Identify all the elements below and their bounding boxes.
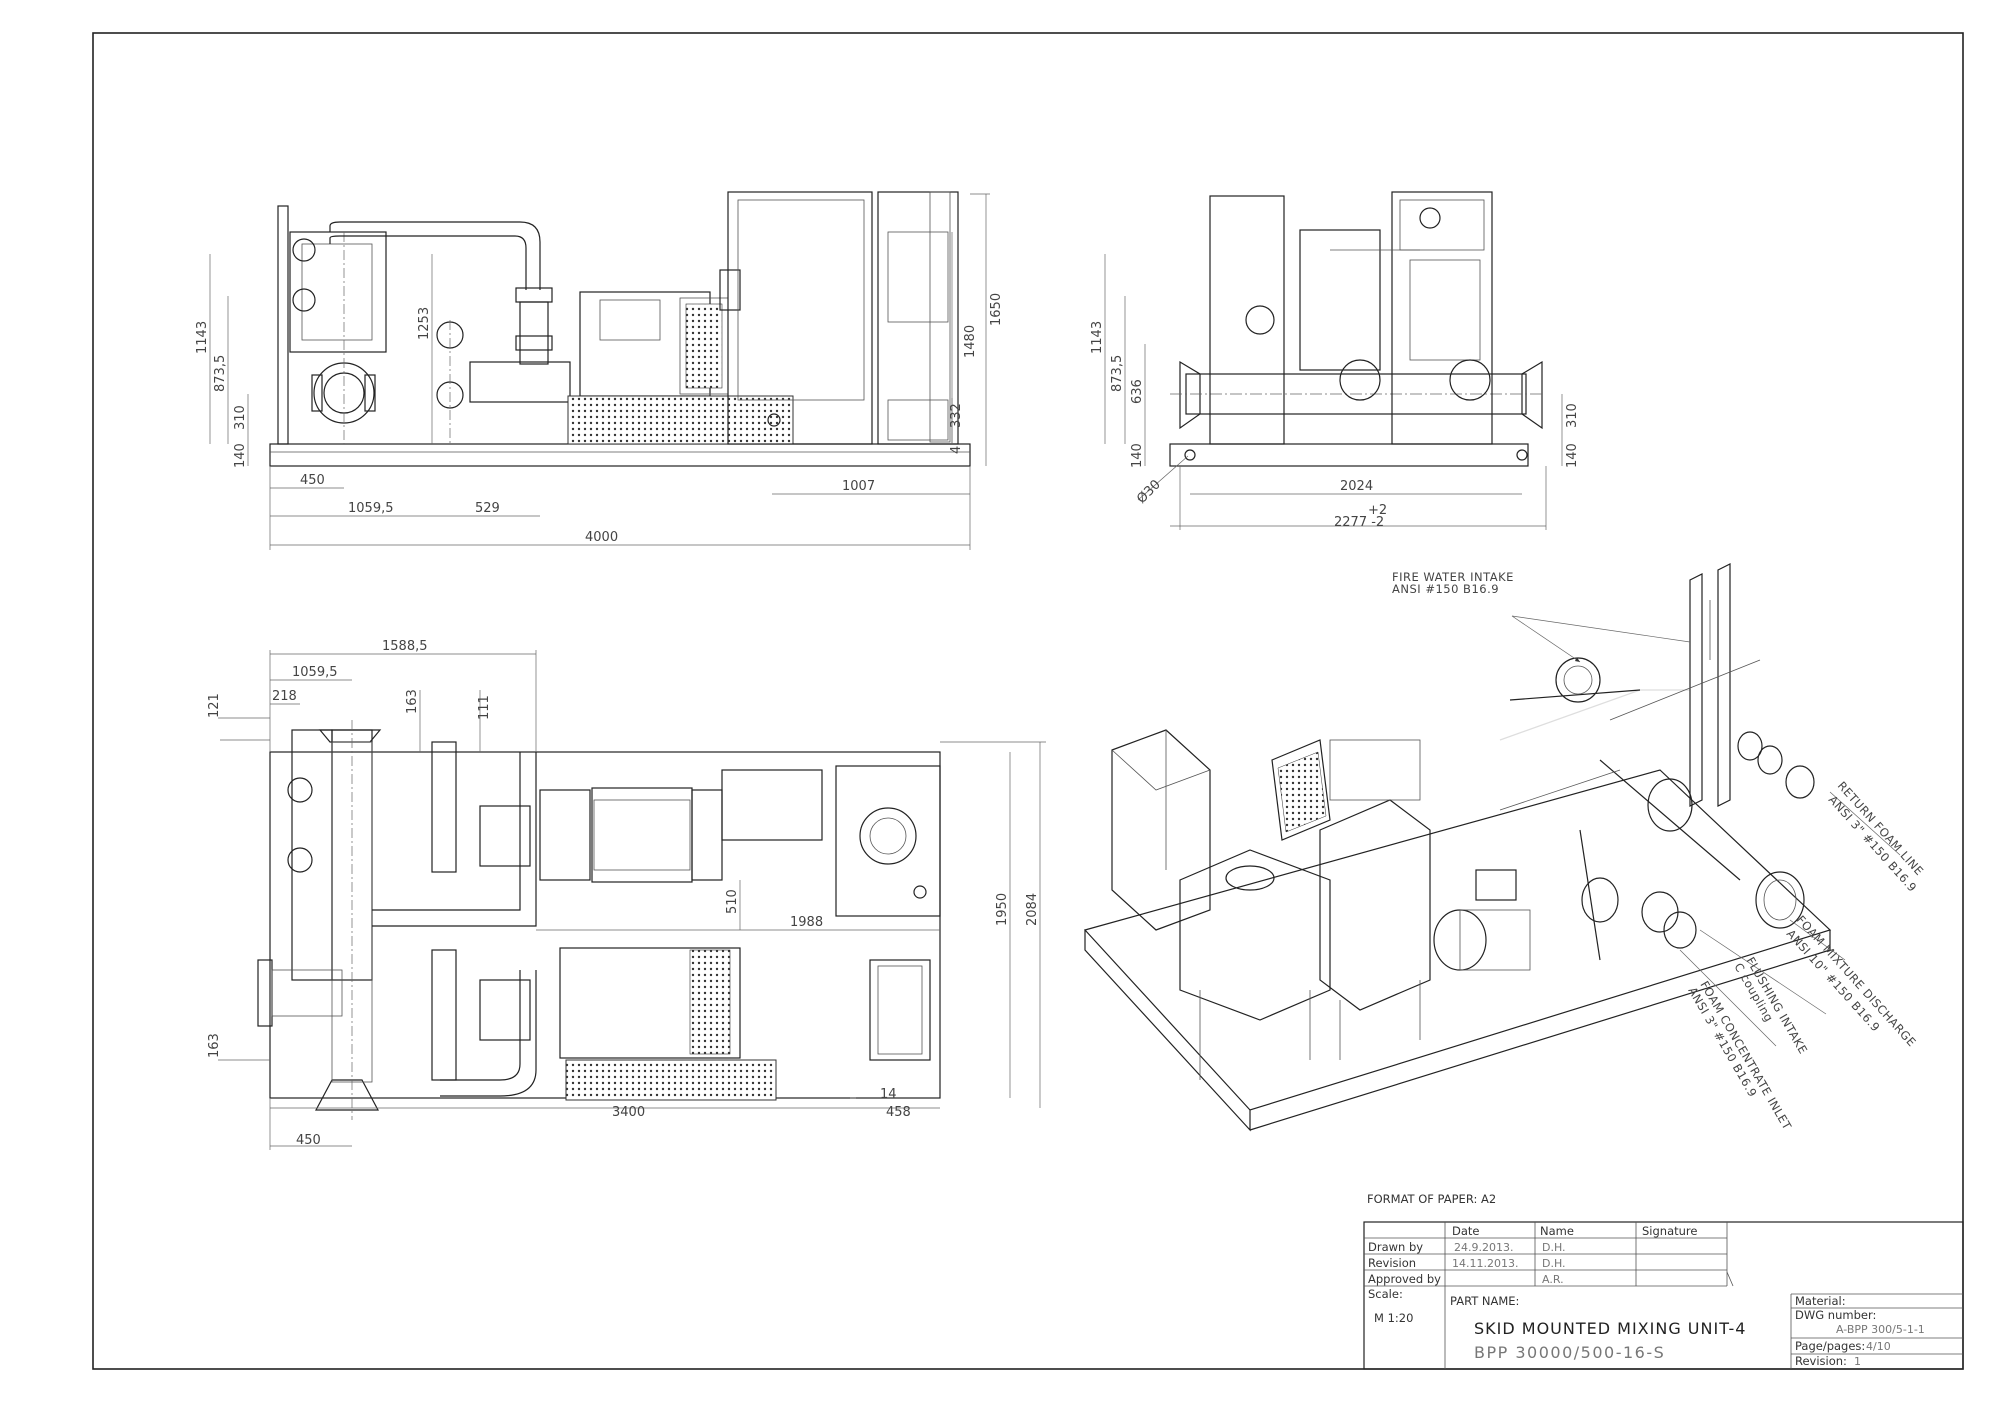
tb-scale-label: Scale: (1368, 1287, 1403, 1301)
sheet-border (92, 32, 1964, 1370)
format-of-paper: FORMAT OF PAPER: A2 (1367, 1192, 1496, 1206)
dim-1480-side: 1480 (963, 325, 978, 358)
tb-part-code: BPP 30000/500-16-S (1474, 1343, 1665, 1362)
tb-revision-name: D.H. (1542, 1257, 1566, 1270)
plan-view (218, 650, 1046, 1150)
dim-510-plan: 510 (725, 889, 740, 914)
dim-140-side: 140 (233, 443, 248, 468)
tb-revision-number-value: 1 (1854, 1355, 1861, 1368)
dim-1950-plan: 1950 (995, 893, 1010, 926)
tb-approved-by-label: Approved by (1368, 1272, 1441, 1286)
dim-14-plan: 14 (880, 1087, 897, 1102)
tb-scale-value: M 1:20 (1374, 1311, 1413, 1325)
dim-1253-side: 1253 (417, 307, 432, 340)
tb-header-date: Date (1452, 1224, 1480, 1238)
dim-121-plan: 121 (207, 693, 222, 718)
side-view-dimensions: 1143 873,5 310 140 1253 450 1059,5 529 4… (195, 293, 1004, 545)
dim-3400-plan: 3400 (612, 1105, 645, 1120)
dim-873-end: 873,5 (1110, 355, 1125, 392)
tb-drawn-by-date: 24.9.2013. (1454, 1241, 1513, 1254)
label-fire-water-intake: FIRE WATER INTAKE (1392, 570, 1514, 584)
tb-dwg-label: DWG number: (1795, 1308, 1876, 1322)
dim-310-end: 310 (1565, 403, 1580, 428)
dim-1143-side: 1143 (195, 321, 210, 354)
title-block: Date Name Signature Drawn by 24.9.2013. … (1363, 1221, 1964, 1370)
side-view (209, 191, 990, 550)
dim-140-end: 140 (1130, 443, 1145, 468)
dim-458-plan: 458 (886, 1105, 911, 1120)
dim-636-end: 636 (1130, 379, 1145, 404)
label-return-foam-line: RETURN FOAM LINE (1835, 779, 1927, 879)
isometric-view (1083, 563, 1901, 1132)
tb-pages-label: Page/pages: (1795, 1339, 1865, 1353)
end-view (1104, 191, 1563, 530)
tb-drawn-by-name: D.H. (1542, 1241, 1566, 1254)
dim-1650-side: 1650 (989, 293, 1004, 326)
dim-218-plan: 218 (272, 689, 297, 704)
dim-1059-plan: 1059,5 (292, 665, 338, 680)
dim-1059-side: 1059,5 (348, 501, 394, 516)
tb-header-name: Name (1540, 1224, 1574, 1238)
label-fire-water-ansi: ANSI #150 B16.9 (1392, 582, 1499, 596)
tb-header-signature: Signature (1642, 1224, 1697, 1238)
dim-529-side: 529 (475, 501, 500, 516)
tb-part-name: SKID MOUNTED MIXING UNIT-4 (1474, 1319, 1746, 1338)
dim-2277-end: 2277 -2 (1334, 515, 1384, 530)
tb-revision-number-label: Revision: (1795, 1354, 1847, 1368)
tb-revision-label: Revision (1368, 1256, 1416, 1270)
end-view-dimensions: 1143 873,5 636 140 Ø30 2024 +2 2277 -2 3… (1090, 321, 1580, 530)
dim-4000-side: 4000 (585, 530, 618, 545)
dim-1143-end: 1143 (1090, 321, 1105, 354)
dim-111-plan: 111 (477, 695, 492, 720)
dim-450-side: 450 (300, 473, 325, 488)
dim-1007-side: 1007 (842, 479, 875, 494)
tb-material-label: Material: (1795, 1294, 1846, 1308)
dim-163-plan-bottom: 163 (207, 1033, 222, 1058)
dim-140-end-right: 140 (1565, 443, 1580, 468)
tb-pages-value: 4/10 (1866, 1340, 1891, 1353)
label-foam-mixture-ansi: ANSI 10" #150 B16.9 (1784, 927, 1883, 1035)
tb-drawn-by-label: Drawn by (1368, 1240, 1423, 1254)
dim-1588-plan: 1588,5 (382, 639, 428, 654)
tb-approved-by-name: A.R. (1542, 1273, 1564, 1286)
dim-1988-plan: 1988 (790, 915, 823, 930)
dim-332-side: 332 (949, 403, 964, 428)
tb-revision-date: 14.11.2013. (1452, 1257, 1518, 1270)
plan-view-dimensions: 1588,5 1059,5 218 121 163 111 510 1988 1… (207, 639, 1040, 1148)
dim-450-plan: 450 (296, 1133, 321, 1148)
label-foam-mixture-discharge: FOAM MIXTURE DISCHARGE (1794, 913, 1919, 1050)
dim-310-side: 310 (233, 405, 248, 430)
dim-2084-plan: 2084 (1025, 893, 1040, 926)
dim-163-plan-top: 163 (405, 689, 420, 714)
dim-tolerance-plus: +2 (1368, 503, 1387, 518)
dim-873-side: 873,5 (213, 355, 228, 392)
tb-part-name-label: PART NAME: (1450, 1294, 1519, 1308)
tb-dwg-value: A-BPP 300/5-1-1 (1836, 1323, 1925, 1336)
isometric-labels: FIRE WATER INTAKE ANSI #150 B16.9 RETURN… (1392, 570, 1926, 1133)
dim-2024-end: 2024 (1340, 479, 1373, 494)
dim-diameter-end: Ø30 (1134, 477, 1164, 507)
dim-4-side: 4 (949, 446, 964, 454)
